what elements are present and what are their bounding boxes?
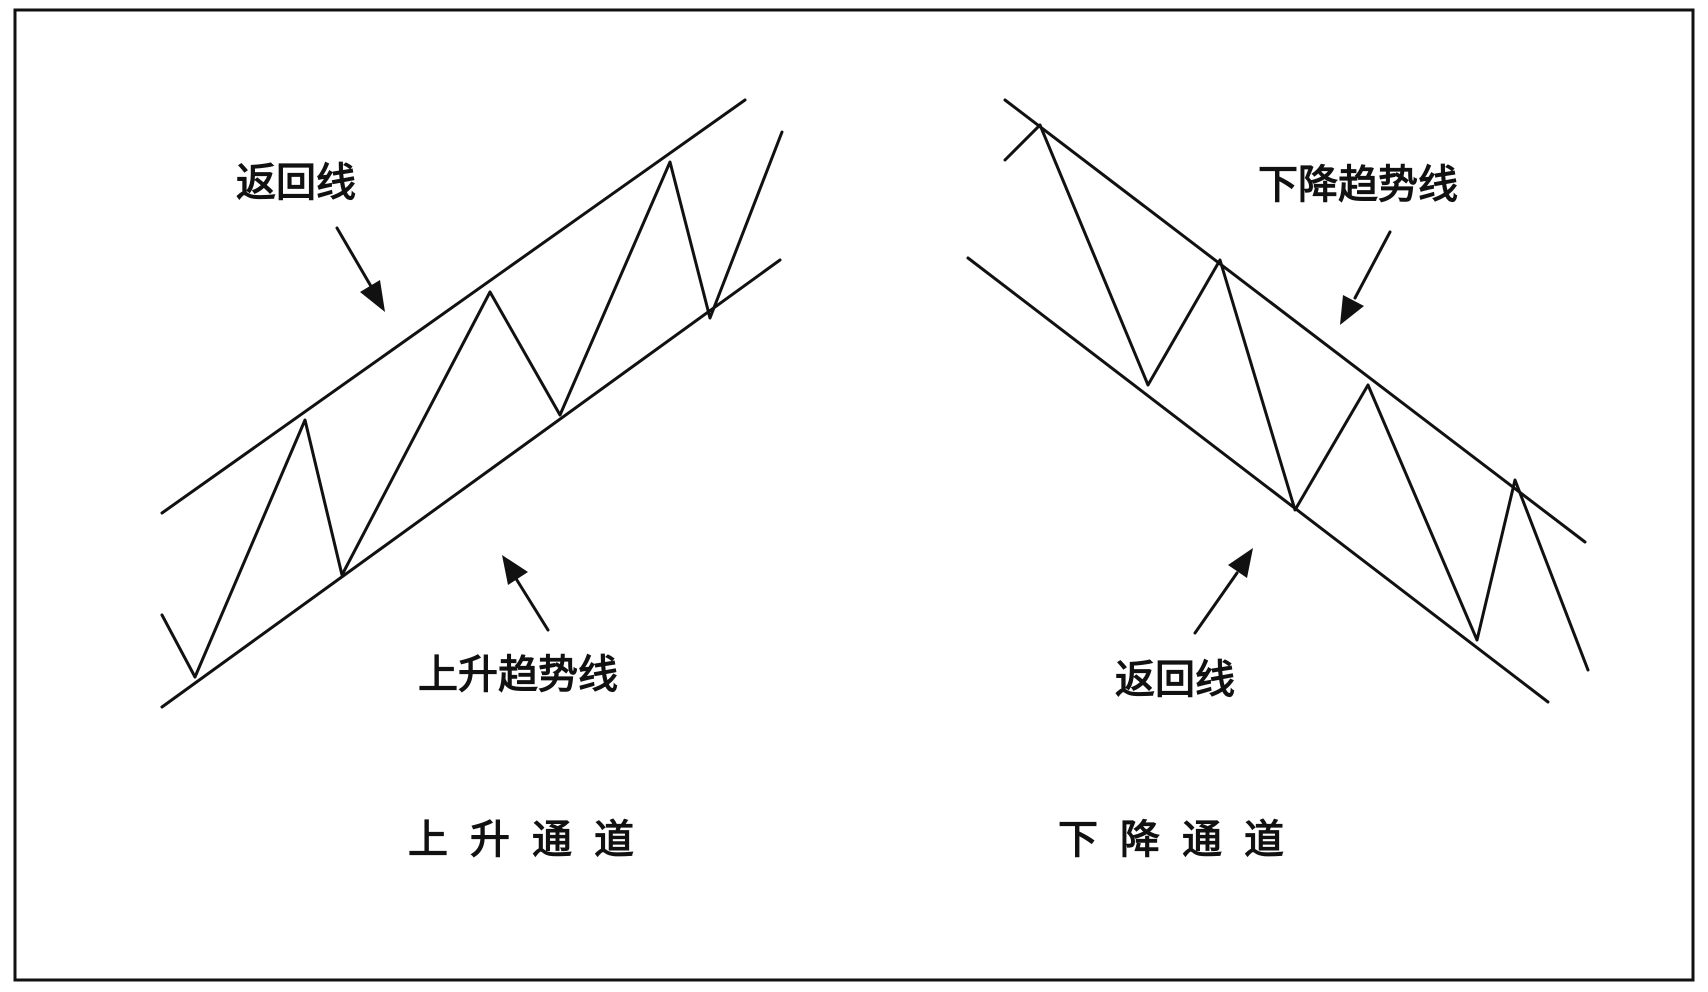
descending-trend-arrow	[1340, 230, 1392, 325]
descending-return-line-label: 返回线	[1115, 657, 1235, 703]
ascending-price-zigzag	[160, 130, 784, 679]
ascending-return-arrow	[335, 226, 385, 312]
descending-return-line	[966, 256, 1550, 704]
ascending-channel-title: 上升通道	[408, 817, 656, 863]
descending-return-arrow	[1193, 548, 1253, 635]
ascending-channel: 返回线 上升趋势线 上升通道	[160, 98, 784, 863]
descending-channel: 下降趋势线 返回线 下降通道	[966, 98, 1590, 863]
figure-frame	[13, 8, 1695, 982]
descending-trend-line	[1003, 98, 1587, 544]
descending-trend-line-label: 下降趋势线	[1258, 162, 1458, 208]
ascending-trend-arrow	[502, 555, 550, 632]
descending-price-zigzag	[1003, 123, 1590, 672]
ascending-trend-line	[160, 258, 782, 709]
ascending-return-line	[160, 98, 747, 515]
descending-channel-title: 下降通道	[1058, 817, 1306, 863]
ascending-trend-line-label: 上升趋势线	[418, 652, 618, 698]
ascending-return-line-label: 返回线	[236, 160, 356, 206]
